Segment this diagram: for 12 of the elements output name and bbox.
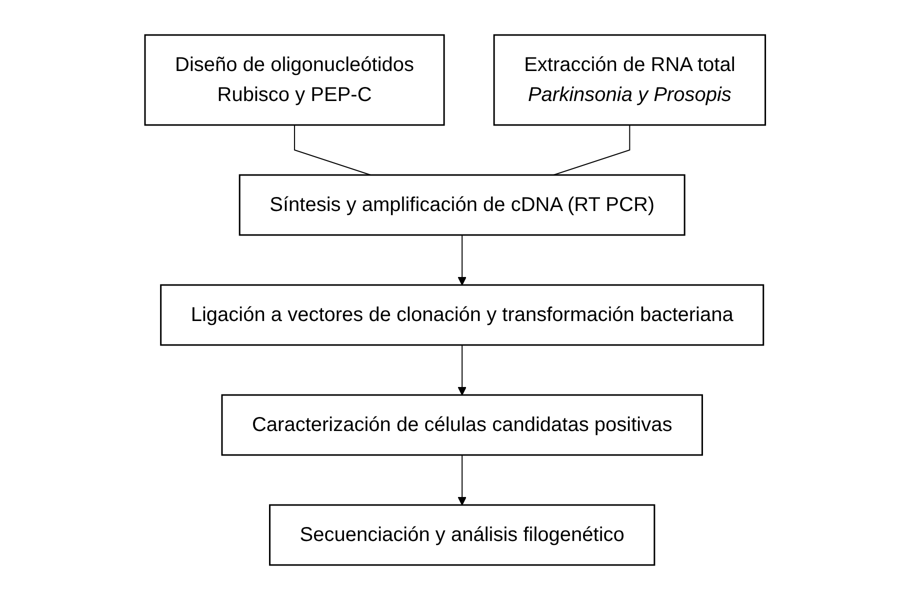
arrow [458,344,467,396]
node-box [239,174,686,236]
node-box [494,34,766,126]
arrow [458,234,467,286]
connector [294,124,372,176]
connector [553,124,631,176]
node-box [144,34,446,126]
arrow [458,454,467,506]
flowchart: Diseño de oligonucleótidos Rubisco y PEP-C Extracción de RNA total Parkinsonia y Prosopis Síntesis y amplificación de cDNA (RT PCR) Ligación a vectores de clonación y transformación bacteriana Caracterización de células candidatas positivas Secuenciación y análisis filogenético [137,27,774,573]
node-box [160,284,764,346]
node-box [269,504,656,566]
node-box [222,394,704,456]
